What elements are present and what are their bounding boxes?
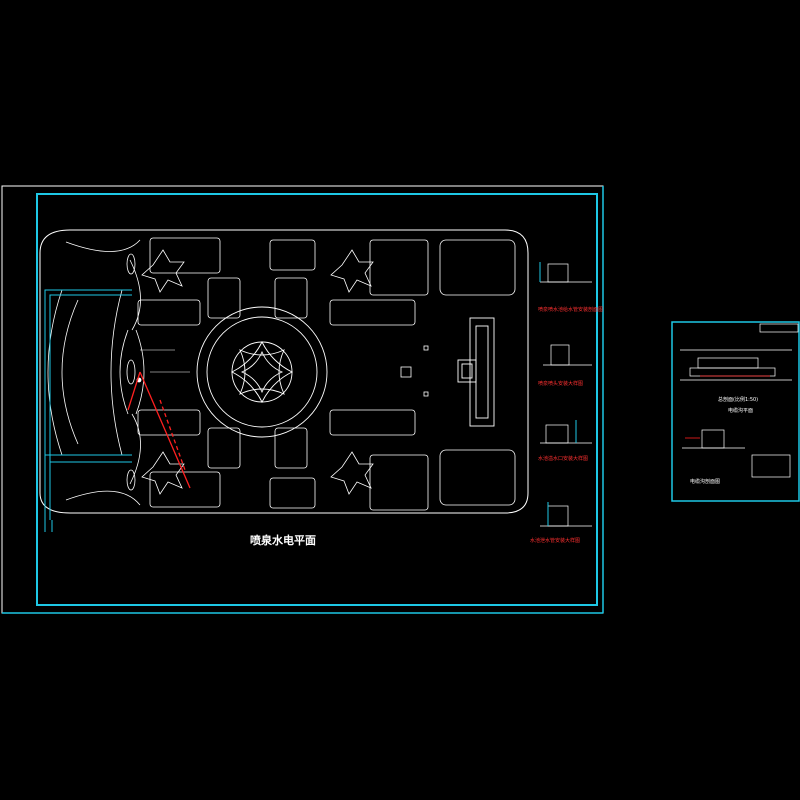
detail-cyan-marks <box>539 262 577 526</box>
main-sheet-outer-frame <box>1 185 604 614</box>
side-section-title: 总剖面(比例1:50) <box>718 397 759 403</box>
side-sheet-highlights <box>685 375 770 439</box>
detail-caption-3: 水池溢水口安装大样图 <box>538 456 589 462</box>
side-sheet-linework <box>680 323 799 478</box>
plaza-outline <box>39 229 529 514</box>
side-section2-title: 电缆沟剖面图 <box>690 479 721 485</box>
central-fountain <box>196 306 328 438</box>
detail-caption-1: 喷泉喷水池给水管安装剖面图 <box>538 307 604 313</box>
left-fan-stage <box>47 239 145 506</box>
side-sheet-frame <box>671 321 800 502</box>
detail-sketches <box>540 263 592 527</box>
main-sheet-inner-frame <box>36 193 598 606</box>
planter-blocks <box>137 237 516 511</box>
detail-caption-4: 水池泄水管安装大样图 <box>530 538 581 544</box>
side-plan-title: 电缆沟平面 <box>728 408 754 414</box>
pipe-runs <box>127 371 191 489</box>
annotation-leaders <box>140 349 190 373</box>
detail-caption-2: 喷泉喷头安装大样图 <box>538 381 584 387</box>
cable-runs <box>44 289 132 532</box>
main-drawing-title: 喷泉水电平面 <box>250 534 316 547</box>
right-stage <box>457 317 495 427</box>
